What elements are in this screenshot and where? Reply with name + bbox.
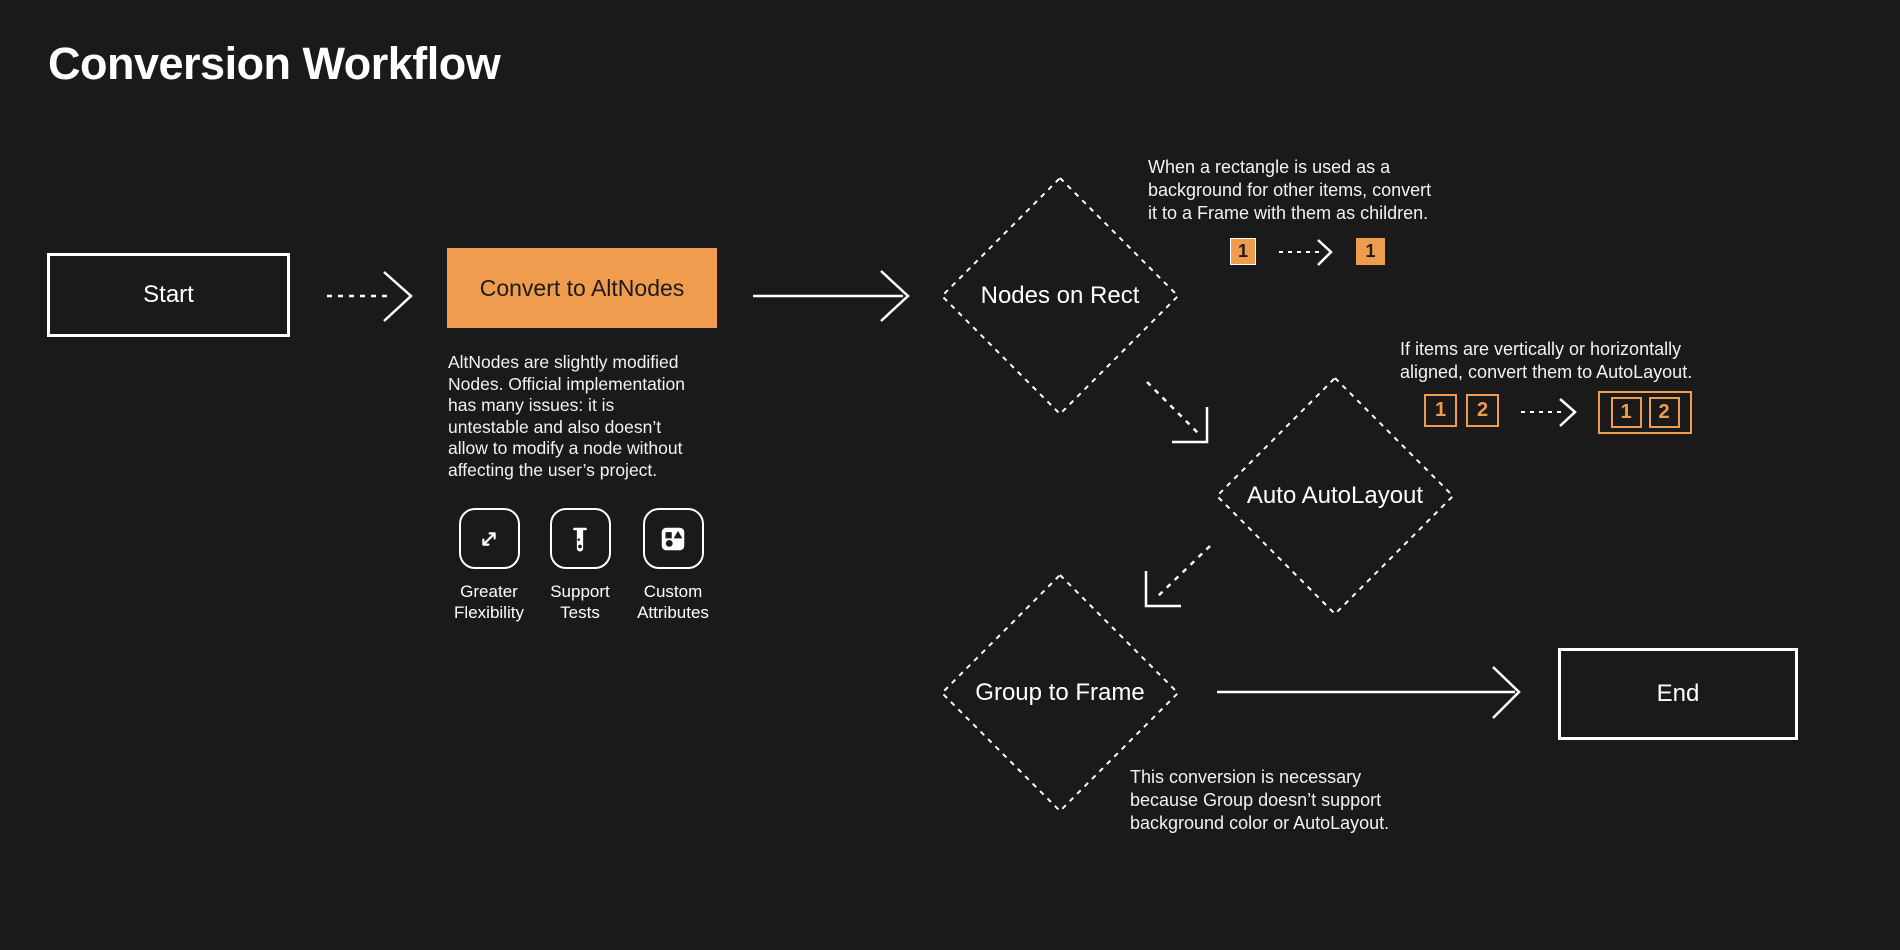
item-2-chip: 2 <box>1648 397 1680 428</box>
node-end[interactable]: End <box>1558 648 1798 740</box>
node-auto-autolayout-label: Auto AutoLayout <box>1246 482 1424 509</box>
note-group-to-frame: This conversion is necessary because Gro… <box>1130 767 1390 833</box>
note-nodes-on-rect: When a rectangle is used as a background… <box>1148 157 1432 223</box>
node-start-label: Start <box>143 281 194 308</box>
shapes-icon <box>642 508 704 569</box>
arrowhead <box>383 271 413 322</box>
node-nodes-on-rect[interactable]: Nodes on Rect <box>942 178 1178 414</box>
page-title: Conversion Workflow <box>48 38 501 89</box>
arrowhead <box>1559 398 1577 427</box>
item-1-chip: 1 <box>1424 394 1457 427</box>
frame-chip: 1 <box>1356 238 1385 265</box>
feature-label: Support Tests <box>550 582 610 622</box>
rect-with-stroke-chip: 1 <box>1230 238 1256 265</box>
arrowhead <box>1144 571 1181 608</box>
feature-greater-flexibility: Greater Flexibility <box>443 508 535 623</box>
test-tube-icon <box>549 508 611 569</box>
node-auto-autolayout[interactable]: Auto AutoLayout <box>1217 378 1453 614</box>
arrow-autolayout-to-grouptoframe <box>1156 545 1211 598</box>
note-auto-autolayout: If items are vertically or horizontally … <box>1400 339 1693 382</box>
node-convert-to-altnodes[interactable]: Convert to AltNodes <box>447 248 717 328</box>
node-group-to-frame[interactable]: Group to Frame <box>942 575 1178 811</box>
feature-custom-attributes: Custom Attributes <box>627 508 719 623</box>
altnodes-description: AltNodes are slightly modified Nodes. Of… <box>448 352 686 480</box>
arrowhead <box>1172 407 1209 444</box>
item-1-chip: 1 <box>1610 397 1642 428</box>
altnodes-feature-list: Greater Flexibility Support Tests <box>443 508 743 638</box>
arrowhead <box>1492 666 1521 719</box>
node-end-label: End <box>1656 680 1700 707</box>
feature-support-tests: Support Tests <box>534 508 626 623</box>
feature-label: Custom Attributes <box>637 582 709 622</box>
node-convert-label: Convert to AltNodes <box>479 274 685 301</box>
item-2-chip: 2 <box>1466 394 1499 427</box>
arrow-nodesonrect-to-autolayout <box>1146 381 1199 434</box>
autolayout-frame: 1 2 <box>1598 391 1692 434</box>
feature-label: Greater Flexibility <box>454 582 524 622</box>
node-start[interactable]: Start <box>47 253 290 337</box>
expand-icon <box>458 508 520 569</box>
arrowhead <box>880 270 910 322</box>
node-group-to-frame-label: Group to Frame <box>975 679 1145 706</box>
node-nodes-on-rect-label: Nodes on Rect <box>980 282 1140 309</box>
arrowhead <box>1317 239 1333 266</box>
